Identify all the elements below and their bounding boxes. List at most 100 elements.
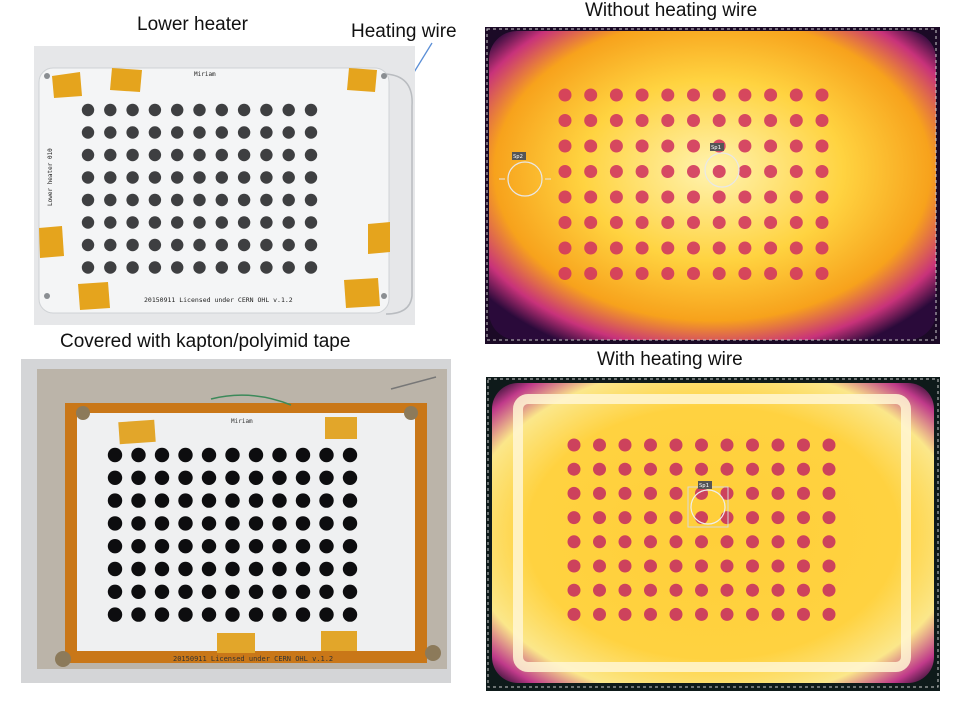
hole <box>131 584 146 599</box>
hole <box>771 511 785 525</box>
hole <box>789 139 803 153</box>
hole <box>107 539 123 554</box>
hole <box>171 238 184 252</box>
hole <box>126 126 139 139</box>
hole <box>764 114 778 127</box>
hole <box>282 148 295 162</box>
hole <box>635 267 649 280</box>
hole <box>695 535 708 549</box>
hole <box>319 539 334 554</box>
hole <box>687 267 700 280</box>
hole <box>104 261 117 274</box>
hole <box>201 470 217 485</box>
hole <box>171 261 184 274</box>
hole <box>558 88 572 102</box>
hole <box>104 103 117 117</box>
hole <box>797 511 810 525</box>
hole <box>789 216 803 229</box>
hole <box>131 539 146 554</box>
covered-board: Miriam 20150911 Licensed under CERN OHL … <box>21 359 451 683</box>
hole <box>148 193 162 207</box>
hole <box>260 238 273 252</box>
hole <box>154 561 170 577</box>
hole <box>237 103 251 117</box>
hole <box>687 165 700 178</box>
hole <box>695 583 708 597</box>
hole <box>558 139 572 153</box>
hole <box>178 607 193 622</box>
hole <box>193 216 206 229</box>
hole <box>215 193 228 207</box>
hole <box>635 165 649 178</box>
hole <box>609 190 623 204</box>
hole <box>248 584 264 599</box>
hole <box>618 486 632 500</box>
hole <box>154 539 170 554</box>
hole <box>661 139 675 153</box>
hole <box>148 148 162 162</box>
hole <box>771 462 785 476</box>
hole <box>567 583 581 597</box>
hole <box>201 493 217 508</box>
hole <box>771 438 785 452</box>
hole <box>248 493 264 508</box>
hole <box>319 561 334 577</box>
spot-marker-sp1-wire: Sp1 <box>687 481 729 528</box>
hole <box>618 511 632 525</box>
hole <box>342 539 358 554</box>
hole <box>558 165 572 178</box>
hole <box>764 190 778 204</box>
hole <box>193 193 206 207</box>
caption-heating-wire: Heating wire <box>351 21 457 42</box>
hole <box>789 114 803 127</box>
hole <box>272 584 287 599</box>
hole <box>738 267 752 280</box>
hole <box>225 607 240 622</box>
hole <box>764 139 778 153</box>
hole <box>644 486 657 500</box>
hole <box>695 559 708 573</box>
hole <box>319 516 334 531</box>
hole <box>272 447 287 463</box>
hole <box>295 447 311 463</box>
covered-footer-label: 20150911 Licensed under CERN OHL v.1.2 <box>173 655 333 663</box>
hole <box>669 511 683 525</box>
hole <box>618 559 632 573</box>
hole <box>104 216 117 229</box>
hole <box>193 103 206 117</box>
hole <box>260 216 273 229</box>
hole <box>712 190 726 204</box>
hole <box>171 171 184 184</box>
hole <box>669 438 683 452</box>
hole <box>131 470 146 485</box>
hole <box>272 470 287 485</box>
hole <box>154 447 170 463</box>
hole <box>593 583 606 597</box>
hole <box>822 607 836 621</box>
hole <box>746 462 759 476</box>
hole <box>304 126 318 139</box>
hole <box>712 114 726 127</box>
hole <box>687 88 700 102</box>
hole <box>171 148 184 162</box>
hole <box>248 561 264 577</box>
lower-heater-photo: Miriam Lower heater 010 20150911 License… <box>34 46 415 325</box>
hole <box>746 607 759 621</box>
hole <box>282 126 295 139</box>
hole <box>215 216 228 229</box>
hole <box>771 486 785 500</box>
hole <box>225 539 240 554</box>
hole <box>771 607 785 621</box>
hole <box>260 148 273 162</box>
caption-with-heating-wire: With heating wire <box>597 349 743 370</box>
hole <box>215 238 228 252</box>
hole <box>584 88 598 102</box>
hole <box>126 261 139 274</box>
hole <box>815 241 829 255</box>
hole <box>661 190 675 204</box>
hole <box>104 148 117 162</box>
hole <box>669 535 683 549</box>
hole <box>558 216 572 229</box>
hole <box>104 238 117 252</box>
hole <box>593 535 606 549</box>
